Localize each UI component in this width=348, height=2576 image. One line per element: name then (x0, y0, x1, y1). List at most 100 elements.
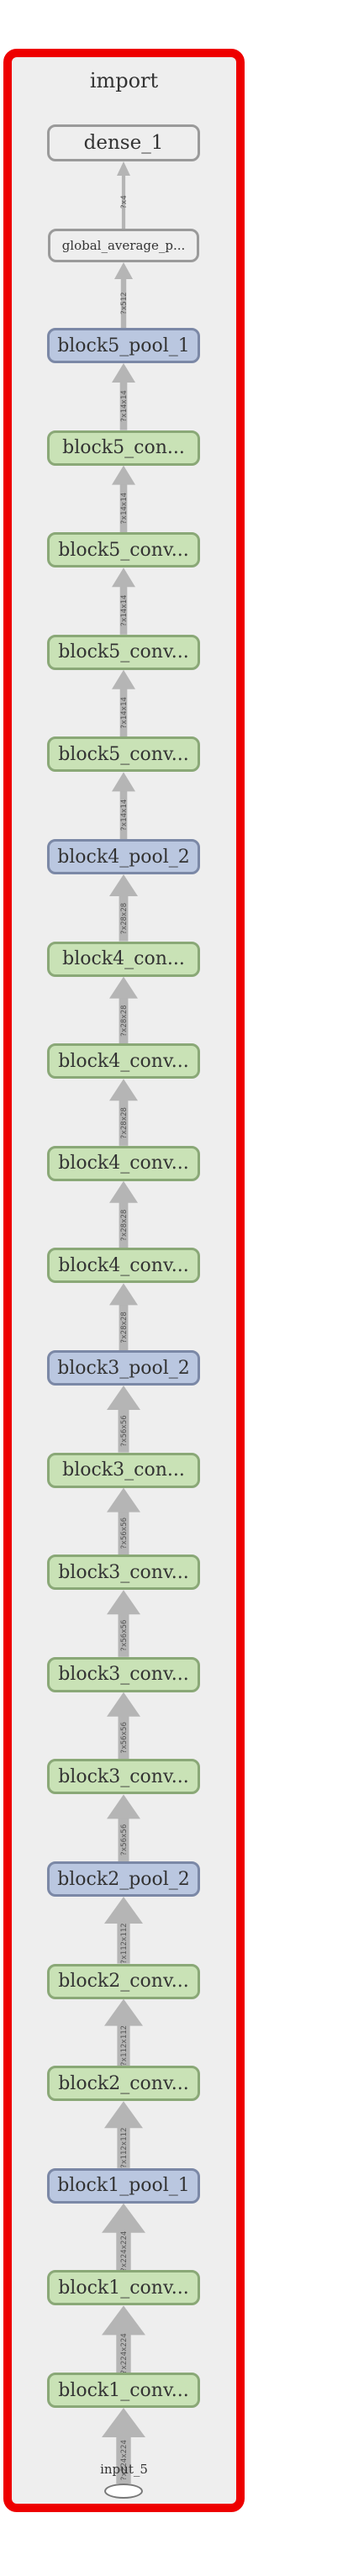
edge: ?x56x56 (107, 1692, 140, 1760)
edge-arrowhead (112, 669, 135, 689)
edge: ?x4 (117, 161, 130, 229)
edge-shaft (119, 1100, 129, 1146)
edge: ?x512 (114, 262, 133, 328)
edge-shaft (116, 2436, 131, 2484)
edge-arrowhead (107, 1794, 140, 1819)
edge: ?x56x56 (107, 1487, 140, 1555)
edge-arrowhead (104, 1998, 143, 2026)
edge-shape-label: ?x224x224 (120, 2333, 129, 2374)
edge: ?x112x112 (104, 1998, 143, 2067)
edge-arrowhead (109, 976, 138, 999)
edge-shape-label: ?x56x56 (120, 1722, 129, 1754)
edge: ?x28x28 (109, 976, 138, 1044)
edge: ?x28x28 (109, 1079, 138, 1146)
edge-shaft (119, 1304, 129, 1350)
edge: ?x14x14 (112, 772, 135, 839)
edge-shape-label: ?x112x112 (120, 2128, 129, 2169)
edge-shape-label: ?x14x14 (120, 493, 129, 525)
edge-shaft (119, 997, 129, 1044)
edge-shape-label: ?x56x56 (120, 1415, 129, 1447)
edge-shape-label: ?x14x14 (120, 595, 129, 627)
edge-arrowhead (117, 161, 130, 176)
node-conv[interactable]: block1_conv... (47, 2270, 200, 2306)
edge: ?x112x112 (104, 2101, 143, 2168)
edge-shaft (120, 278, 127, 328)
edge: ?x14x14 (112, 669, 135, 737)
edge: ?x224x224 (102, 2408, 145, 2484)
edge-arrowhead (102, 2305, 145, 2336)
edge-arrowhead (104, 2101, 143, 2129)
edge-arrowhead (104, 1897, 143, 1924)
edge-shape-label: ?x56x56 (120, 1824, 129, 1856)
node-conv[interactable]: block4_con... (47, 941, 200, 977)
node-conv[interactable]: block5_conv... (47, 532, 200, 568)
edge-shape-label: ?x56x56 (120, 1620, 129, 1652)
edge: ?x14x14 (112, 363, 135, 430)
edge-shaft (118, 1409, 129, 1453)
edge-arrowhead (112, 363, 135, 383)
node-pool[interactable]: block2_pool_2 (47, 1861, 200, 1897)
node-dense[interactable]: dense_1 (47, 124, 200, 161)
edge: ?x56x56 (107, 1386, 140, 1453)
node-conv[interactable]: block4_conv... (47, 1248, 200, 1284)
node-conv[interactable]: block4_conv... (47, 1145, 200, 1181)
edge-shaft (116, 2334, 131, 2373)
node-conv[interactable]: block3_conv... (47, 1656, 200, 1692)
node-conv[interactable]: block5_conv... (47, 634, 200, 670)
edge-shaft (117, 2024, 130, 2067)
input-node-label: input_5 (100, 2462, 148, 2477)
node-pool[interactable]: block5_pool_1 (47, 328, 200, 363)
node-conv[interactable]: block5_conv... (47, 736, 200, 773)
edge: ?x224x224 (102, 2305, 145, 2374)
node-conv[interactable]: block3_conv... (47, 1759, 200, 1795)
edge: ?x224x224 (102, 2203, 145, 2272)
edge-arrowhead (112, 567, 135, 588)
input-node[interactable] (104, 2484, 143, 2499)
edge-shaft (119, 382, 128, 430)
edge-shape-label: ?x28x28 (120, 1210, 129, 1242)
node-conv[interactable]: block2_conv... (47, 1963, 200, 1999)
edge-shape-label: ?x512 (120, 292, 129, 314)
edge-shaft (118, 1511, 129, 1555)
edge-arrowhead (114, 262, 133, 279)
node-pool[interactable]: block4_pool_2 (47, 839, 200, 874)
edge-shaft (119, 483, 128, 533)
edge-shaft (119, 790, 128, 839)
edge-shape-label: ?x14x14 (120, 800, 129, 831)
edge-shaft (119, 688, 128, 737)
node-conv[interactable]: block3_conv... (47, 1555, 200, 1591)
node-conv[interactable]: block2_conv... (47, 2066, 200, 2102)
edge-arrowhead (102, 2203, 145, 2233)
node-conv[interactable]: block5_con... (47, 430, 200, 466)
edge-arrowhead (102, 2408, 145, 2437)
edge-shape-label: ?x28x28 (120, 1005, 129, 1037)
edge-arrowhead (107, 1692, 140, 1717)
node-pool[interactable]: block3_pool_2 (47, 1350, 200, 1386)
edge-shaft (119, 1201, 129, 1248)
graph-title: import (89, 69, 159, 92)
edge-shape-label: ?x28x28 (120, 1107, 129, 1139)
edge-shape-label: ?x4 (120, 195, 129, 209)
edge-arrowhead (112, 465, 135, 485)
node-gap[interactable]: global_average_p... (48, 229, 199, 262)
node-pool[interactable]: block1_pool_1 (47, 2167, 200, 2204)
edge-shape-label: ?x28x28 (120, 903, 129, 935)
edge-arrowhead (109, 1180, 138, 1203)
edge-shape-label: ?x224x224 (120, 2440, 129, 2481)
edge: ?x14x14 (112, 465, 135, 533)
edge-shape-label: ?x28x28 (120, 1312, 129, 1343)
node-conv[interactable]: block4_conv... (47, 1043, 200, 1079)
edge-shaft (119, 586, 128, 635)
edge-shape-label: ?x112x112 (120, 1923, 129, 1964)
edge-arrowhead (112, 772, 135, 792)
edge-shaft (118, 1613, 129, 1657)
edge-shaft (118, 1818, 129, 1861)
edge-arrowhead (109, 874, 138, 896)
edge-shaft (117, 2127, 130, 2168)
edge: ?x56x56 (107, 1794, 140, 1861)
node-conv[interactable]: block1_conv... (47, 2373, 200, 2408)
node-conv[interactable]: block3_con... (47, 1452, 200, 1488)
edge: ?x56x56 (107, 1590, 140, 1657)
edge-arrowhead (107, 1386, 140, 1410)
